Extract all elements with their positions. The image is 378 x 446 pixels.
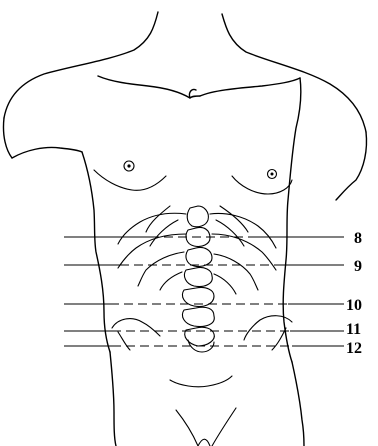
level-label-10: 10 <box>346 297 362 314</box>
level-label-8: 8 <box>354 230 362 247</box>
dermatome-level-lines <box>64 237 344 346</box>
torso-outline <box>3 12 366 446</box>
level-label-9: 9 <box>354 258 362 275</box>
level-label-12: 12 <box>346 340 362 357</box>
left-nipple-dot-icon <box>127 164 130 167</box>
chest-detail <box>94 161 292 194</box>
spine-sketch <box>112 206 292 352</box>
level-label-11: 11 <box>346 321 361 338</box>
dermatome-level-labels: 8 9 10 11 12 <box>346 230 362 357</box>
right-nipple-dot-icon <box>271 173 274 176</box>
